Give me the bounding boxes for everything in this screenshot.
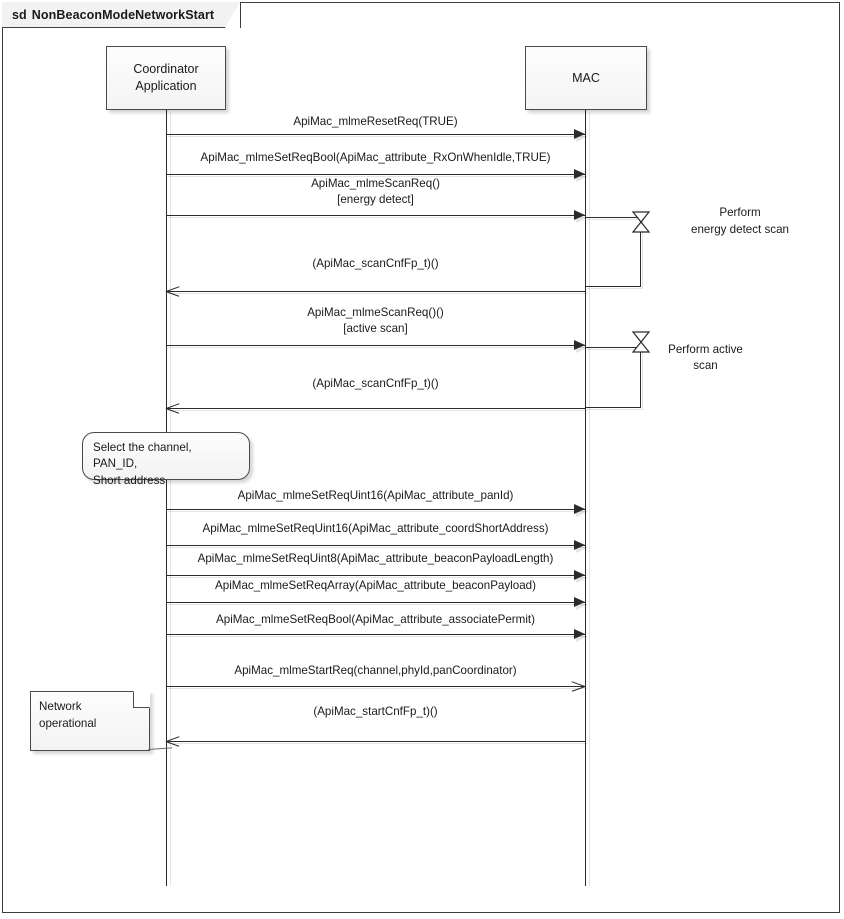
self-loop-shadow-a1 (587, 219, 643, 289)
action-label-a2-line1: Perform active (668, 343, 743, 356)
message-shadow-m4 (168, 293, 587, 294)
arrowhead-m10 (574, 597, 585, 607)
message-label-m2: ApiMac_mlmeSetReqBool(ApiMac_attribute_R… (200, 151, 551, 164)
message-shadow-m7 (168, 511, 587, 512)
message-line-m3[interactable] (166, 215, 585, 216)
arrowhead-m5 (574, 340, 585, 350)
message-line-m4[interactable] (166, 291, 585, 292)
message-shadow-m9 (168, 577, 587, 578)
message-line-m1[interactable] (166, 134, 585, 135)
message-label-m10: ApiMac_mlmeSetReqArray(ApiMac_attribute_… (215, 579, 536, 592)
lifeline-head-coordinator[interactable]: Coordinator Application (106, 46, 226, 110)
arrowhead-m11 (574, 629, 585, 639)
message-label-m6: (ApiMac_scanCnfFp_t)() (312, 377, 439, 390)
diagram-frame-tab: sd NonBeaconModeNetworkStart (2, 2, 242, 28)
message-shadow-m1 (168, 136, 587, 137)
message-line-m12[interactable] (166, 686, 585, 687)
lifeline-shadow-coordinator (170, 112, 171, 886)
message-guard-m3: [energy detect] (337, 193, 414, 206)
message-label-m11: ApiMac_mlmeSetReqBool(ApiMac_attribute_a… (216, 613, 535, 626)
arrowhead-m9 (574, 570, 585, 580)
note-network-operational[interactable]: Network operational (30, 691, 150, 751)
action-label-a1-line2: energy detect scan (691, 223, 789, 236)
arrowhead-m7 (574, 504, 585, 514)
message-label-m9: ApiMac_mlmeSetReqUint8(ApiMac_attribute_… (197, 552, 554, 565)
message-label-m4: (ApiMac_scanCnfFp_t)() (312, 257, 439, 270)
frame-keyword: sd (12, 7, 27, 22)
lifeline-head-mac[interactable]: MAC (525, 46, 647, 110)
self-loop-a2[interactable] (585, 347, 641, 408)
hourglass-icon-a1 (631, 211, 651, 233)
message-shadow-m12 (168, 688, 587, 689)
diagram-title: NonBeaconModeNetworkStart (31, 7, 215, 22)
message-guard-m5: [active scan] (343, 322, 408, 335)
tab-corner-cut (225, 2, 241, 28)
message-label-m3: ApiMac_mlmeScanReq() (311, 177, 440, 190)
message-label-m7: ApiMac_mlmeSetReqUint16(ApiMac_attribute… (237, 489, 514, 502)
message-shadow-m13 (168, 743, 587, 744)
message-shadow-m10 (168, 604, 587, 605)
message-shadow-m6 (168, 410, 587, 411)
message-line-m9[interactable] (166, 575, 585, 576)
lifeline-label-mac: MAC (572, 70, 600, 85)
message-label-m1: ApiMac_mlmeResetReq(TRUE) (293, 115, 458, 128)
message-line-m13[interactable] (166, 741, 585, 742)
lifeline-label-coordinator-line1: Coordinator (133, 62, 199, 77)
arrowhead-m12 (571, 680, 585, 692)
arrowhead-m4 (166, 285, 180, 297)
self-loop-shadow-a2 (587, 349, 643, 410)
message-label-m12: ApiMac_mlmeStartReq(channel,phyId,panCoo… (234, 664, 517, 677)
note-network-operational-text: Network operational (39, 700, 97, 730)
arrowhead-m1 (574, 129, 585, 139)
message-label-m8: ApiMac_mlmeSetReqUint16(ApiMac_attribute… (202, 522, 549, 535)
arrowhead-m8 (574, 540, 585, 550)
message-shadow-m2 (168, 176, 587, 177)
message-label-m5: ApiMac_mlmeScanReq()() (307, 306, 444, 319)
arrowhead-m2 (574, 169, 585, 179)
lifeline-coordinator[interactable] (166, 110, 167, 886)
message-line-m10[interactable] (166, 602, 585, 603)
hourglass-icon-a2 (631, 331, 651, 353)
note-fold-corner-icon (133, 691, 150, 708)
lifeline-label-coordinator-line2: Application (135, 79, 197, 93)
self-loop-a1[interactable] (585, 217, 641, 287)
message-line-m11[interactable] (166, 634, 585, 635)
message-line-m7[interactable] (166, 509, 585, 510)
message-line-m2[interactable] (166, 174, 585, 175)
action-label-a2-line2: scan (693, 359, 718, 372)
arrowhead-m13 (166, 735, 180, 747)
message-shadow-m11 (168, 636, 587, 637)
note-select-channel-text: Select the channel, PAN_ID, Short addres… (93, 441, 192, 487)
lifeline-shadow-mac (589, 112, 590, 886)
note-select-channel[interactable]: Select the channel, PAN_ID, Short addres… (82, 432, 250, 487)
arrowhead-m6 (166, 402, 180, 414)
action-label-a1-line1: Perform (719, 206, 761, 219)
message-line-m8[interactable] (166, 545, 585, 546)
message-line-m6[interactable] (166, 408, 585, 409)
message-shadow-m8 (168, 547, 587, 548)
message-label-m13: (ApiMac_startCnfFp_t)() (313, 705, 438, 718)
message-shadow-m5 (168, 347, 587, 348)
message-shadow-m3 (168, 217, 587, 218)
arrowhead-m3 (574, 210, 585, 220)
lifeline-mac[interactable] (585, 110, 586, 886)
message-line-m5[interactable] (166, 345, 585, 346)
note-network-operational-body (30, 691, 150, 751)
